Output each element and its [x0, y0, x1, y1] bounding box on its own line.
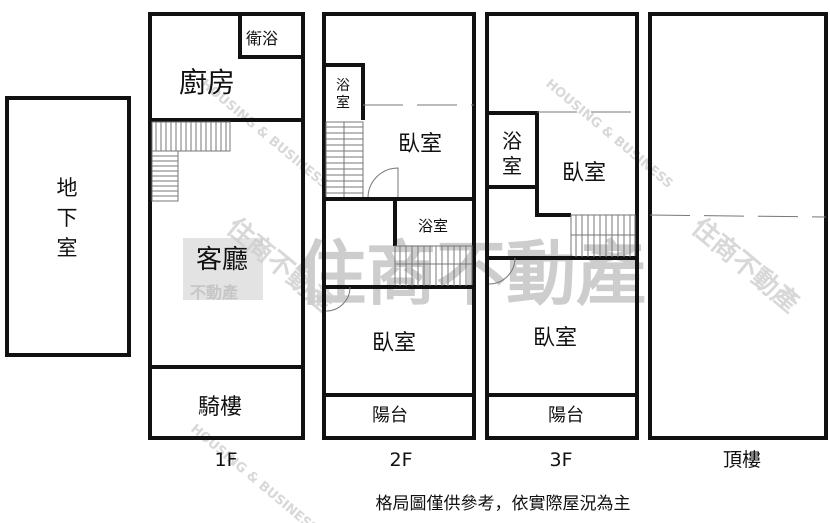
room-label-bedroom: 臥室: [372, 331, 416, 356]
basement-plan: 地 下 室: [5, 96, 131, 357]
room-label-bath: 室: [502, 154, 522, 178]
room-label-arcade: 騎樓: [198, 395, 242, 420]
room-label-bath: 室: [336, 94, 350, 111]
room-label-bath: 浴: [336, 78, 350, 94]
floor-1-plan: 衛浴 廚房 客廳 騎樓 1F: [148, 12, 305, 471]
watermark: 住商不動產 不動產 HOUSING & BUSINESS HOUSING & B…: [183, 77, 805, 523]
floor-label-2f: 2F: [389, 449, 412, 471]
floor-3-plan: 浴 室 臥室 臥室 陽台 3F: [485, 12, 639, 471]
roof-plan: 頂樓: [648, 12, 828, 471]
room-label-bedroom: 臥室: [533, 326, 577, 351]
room-label-kitchen: 廚房: [179, 66, 235, 99]
room-label-bath: 浴室: [418, 217, 448, 235]
room-label-balcony: 陽台: [548, 405, 584, 426]
room-label-balcony: 陽台: [372, 405, 408, 426]
basement-label: 室: [57, 236, 78, 260]
basement-label: 地: [57, 176, 78, 200]
disclaimer-text: 格局圖僅供參考，依實際屋況為主: [376, 494, 631, 514]
floor-label-3f: 3F: [549, 449, 572, 471]
room-label-living: 客廳: [196, 245, 248, 275]
stair-treads: [152, 122, 631, 286]
room-label-bedroom: 臥室: [398, 132, 442, 157]
basement-label: 下: [57, 206, 78, 230]
floor-label-roof: 頂樓: [723, 449, 761, 471]
watermark-sub: 不動產: [190, 283, 238, 302]
watermark-diagonal: 住商不動產: [686, 212, 806, 319]
room-label-bath: 衛浴: [246, 29, 278, 48]
floor-label-1f: 1F: [214, 449, 237, 471]
room-label-bedroom: 臥室: [562, 161, 606, 186]
room-label-bath: 浴: [502, 129, 522, 153]
floor-2-plan: 浴 室 臥室 浴室 臥室 陽台 2F: [322, 12, 476, 471]
